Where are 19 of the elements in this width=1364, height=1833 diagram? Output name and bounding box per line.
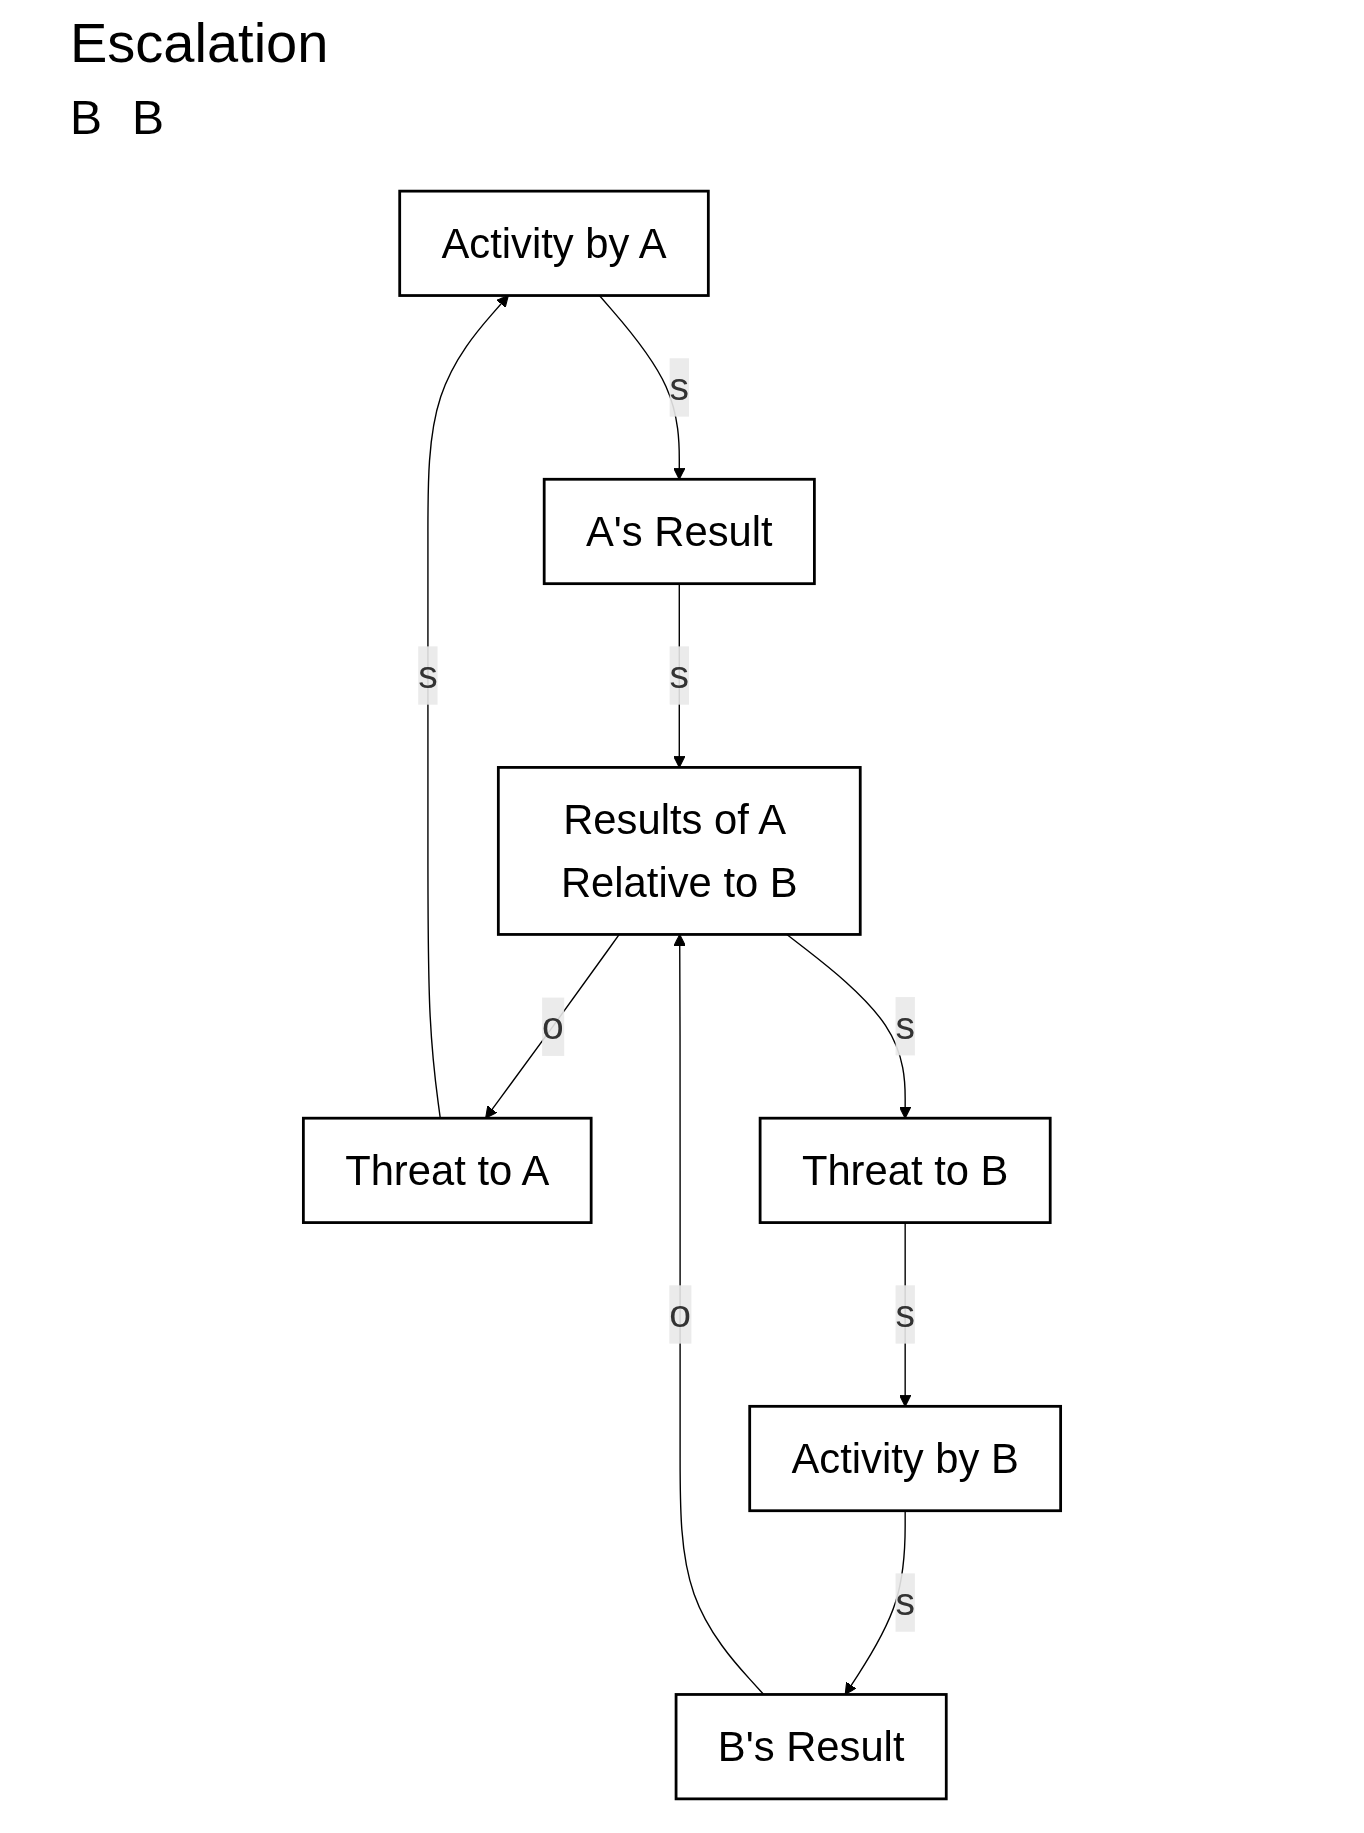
loop-label: B — [70, 90, 102, 145]
node-box: Activity by B — [748, 1404, 1063, 1513]
arrow — [427, 295, 509, 1119]
loop-label: B — [132, 90, 165, 145]
node-box: Results of A Relative to B — [496, 766, 862, 936]
edge-label: s — [895, 1580, 915, 1624]
diagram-title: Escalation — [70, 10, 329, 75]
edge-label: s — [895, 1004, 915, 1048]
edge-label: s — [669, 365, 690, 409]
edge-label: o — [542, 1004, 564, 1048]
node-box: Threat to B — [758, 1116, 1052, 1224]
node-box: B's Result — [674, 1693, 948, 1801]
edge-label: o — [669, 1292, 691, 1336]
node-box: Activity by A — [398, 189, 710, 297]
edge-label: s — [418, 653, 438, 697]
edge-label: s — [669, 653, 690, 697]
edge-label: s — [895, 1292, 915, 1336]
node-box: Threat to A — [302, 1116, 593, 1224]
node-box: A's Result — [542, 477, 816, 586]
